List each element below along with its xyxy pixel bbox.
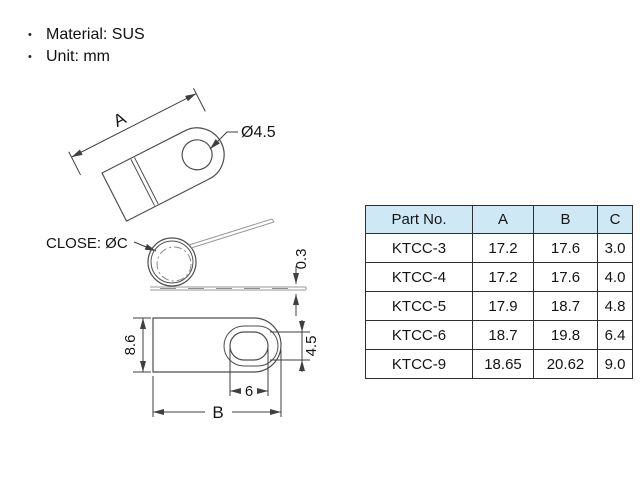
cell-c: 6.4 <box>597 320 633 350</box>
curl-outer <box>147 237 197 287</box>
header-part-no: Part No. <box>365 205 473 234</box>
cell-part: KTCC-3 <box>365 233 473 263</box>
table-row: KTCC-3 17.2 17.6 3.0 <box>365 233 633 263</box>
cell-c: 9.0 <box>597 349 633 379</box>
curl-inner <box>150 240 194 284</box>
cell-b: 19.8 <box>533 320 598 350</box>
leader-line <box>209 131 238 150</box>
note-material-text: Material: SUS <box>46 26 145 43</box>
table-row: KTCC-9 18.65 20.62 9.0 <box>365 349 633 379</box>
slot-hole <box>229 331 269 361</box>
bullet-icon: • <box>28 29 32 41</box>
dimension-line <box>71 93 197 158</box>
cell-a: 17.9 <box>472 291 534 321</box>
cell-c: 3.0 <box>597 233 633 263</box>
cell-part: KTCC-9 <box>365 349 473 379</box>
close-diameter-label: CLOSE: ØC <box>46 235 128 252</box>
extension-line <box>68 87 206 176</box>
table-row: KTCC-4 17.2 17.6 4.0 <box>365 262 633 292</box>
dim-width: B <box>152 350 282 422</box>
cell-a: 18.7 <box>472 320 534 350</box>
table-row: KTCC-6 18.7 19.8 6.4 <box>365 320 633 350</box>
cell-c: 4.8 <box>597 291 633 321</box>
cable-centerline-circle <box>156 246 192 282</box>
curl-projection <box>223 325 279 367</box>
dim-a: A <box>68 87 206 176</box>
dim-height-label: 8.6 <box>122 335 139 356</box>
clamp-top-outline <box>101 127 225 222</box>
hole-callout: Ø4.5 <box>209 124 276 150</box>
cell-part: KTCC-5 <box>365 291 473 321</box>
base-strip <box>150 286 307 291</box>
cell-a: 18.65 <box>472 349 534 379</box>
note-unit-text: Unit: mm <box>46 48 110 65</box>
leader-line <box>133 241 157 252</box>
mount-hole <box>181 139 213 171</box>
header-b: B <box>533 205 598 234</box>
side-view: CLOSE: ØC 0.3 <box>46 218 310 316</box>
open-tail-strip <box>188 218 275 249</box>
hole-diameter-label: Ø4.5 <box>241 124 276 141</box>
bend-line <box>130 157 159 206</box>
note-material: • Material: SUS <box>28 24 145 46</box>
top-view: A <box>68 87 225 222</box>
dim-width-label: B <box>212 403 223 422</box>
cell-part: KTCC-4 <box>365 262 473 292</box>
cell-b: 20.62 <box>533 349 598 379</box>
cell-b: 18.7 <box>533 291 598 321</box>
header-a: A <box>472 205 534 234</box>
cell-a: 17.2 <box>472 233 534 263</box>
dim-slot-height-label: 4.5 <box>303 336 320 357</box>
bullet-icon: • <box>28 51 32 63</box>
clamp-plan-outline <box>152 317 282 373</box>
cell-c: 4.0 <box>597 262 633 292</box>
cell-b: 17.6 <box>533 262 598 292</box>
dim-slot-height: 4.5 <box>270 320 320 372</box>
plan-view: 8.6 4.5 6 B <box>122 317 320 422</box>
dim-a-label: A <box>110 108 129 130</box>
dim-slot-width-label: 6 <box>245 383 253 400</box>
header-c: C <box>597 205 633 234</box>
cell-part: KTCC-6 <box>365 320 473 350</box>
dim-thickness: 0.3 <box>293 249 310 316</box>
dim-thickness-label: 0.3 <box>293 249 310 270</box>
spec-table-header-row: Part No. A B C <box>365 205 633 234</box>
cell-b: 17.6 <box>533 233 598 263</box>
table-row: KTCC-5 17.9 18.7 4.8 <box>365 291 633 321</box>
cell-a: 17.2 <box>472 262 534 292</box>
notes-block: • Material: SUS • Unit: mm <box>28 24 145 68</box>
note-unit: • Unit: mm <box>28 46 145 68</box>
dim-height: 8.6 <box>122 317 151 373</box>
dim-slot-width: 6 <box>229 348 269 400</box>
spec-table: Part No. A B C KTCC-3 17.2 17.6 3.0 KTCC… <box>365 205 633 379</box>
